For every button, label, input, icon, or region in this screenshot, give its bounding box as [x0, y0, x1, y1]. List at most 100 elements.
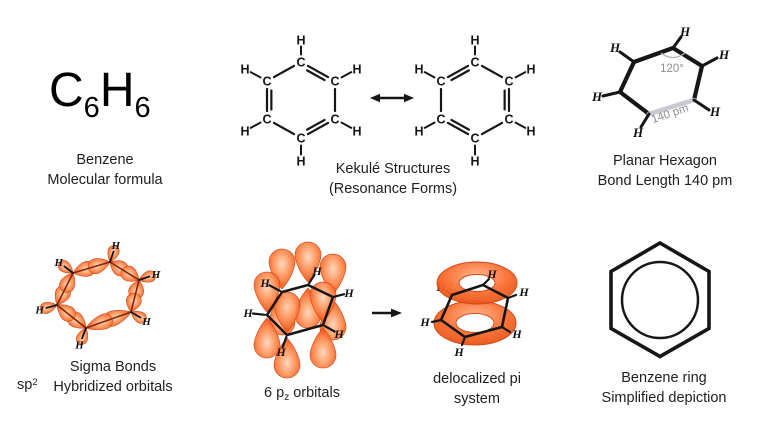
bond-line [480, 121, 504, 136]
pz-sub: z [284, 392, 290, 403]
atom-label-hydrogen: H [151, 269, 161, 281]
bond-line [423, 121, 436, 129]
orbital-lobe [294, 241, 322, 283]
atom-label-hydrogen: H [419, 315, 430, 329]
bond-line [423, 71, 436, 79]
bond-line [251, 312, 267, 316]
bond-line [109, 261, 140, 281]
atom-label-carbon: C [296, 131, 305, 145]
bond-line [306, 118, 326, 131]
bond-line [249, 121, 262, 129]
bond-line [446, 64, 470, 79]
bond-line [63, 265, 74, 274]
atom-label-carbon: C [470, 55, 479, 69]
atom-label-hydrogen: H [34, 305, 44, 317]
caption-line: (Resonance Forms) [328, 181, 458, 197]
atom-label-hydrogen: H [352, 124, 361, 138]
caption-line: Planar Hexagon [613, 153, 717, 169]
pz-suffix: orbitals [293, 385, 340, 401]
bond-line [340, 71, 353, 79]
atom-label-hydrogen: H [453, 345, 464, 359]
sigma-bonds-diagram: H H H H H H [34, 240, 160, 352]
caption-line: Kekulé Structures [335, 161, 451, 177]
bond-line [81, 327, 87, 340]
caption-line: Benzene [76, 152, 134, 168]
atom-label-hydrogen: H [526, 124, 535, 138]
atom-label-carbon: C [262, 74, 271, 88]
caption-planar-hexagon: Planar Hexagon Bond Length 140 pm [565, 151, 765, 191]
bond-line [272, 121, 296, 136]
hybridization-label: sp2 [17, 377, 38, 393]
atom-label-carbon: C [296, 55, 305, 69]
orbital-lobe [273, 337, 301, 379]
atom-label-hydrogen: H [333, 327, 344, 341]
bond-line [307, 274, 316, 285]
orbital-lobe [273, 291, 301, 333]
formula-c: C [49, 64, 84, 117]
caption-line: Sigma Bonds [69, 359, 157, 375]
pi-system-diagram: H H H H H H [419, 261, 529, 359]
sp-sup: 2 [32, 377, 38, 388]
hydrogen-bonds [601, 35, 719, 129]
atom-label-hydrogen: H [414, 124, 423, 138]
atom-label-carbon: C [504, 112, 513, 126]
pi-torus-lower [433, 300, 517, 346]
hydrogen-bonds [430, 277, 518, 347]
atom-label-hydrogen: H [141, 316, 151, 328]
bond-line [109, 250, 115, 263]
atom-label-carbon: C [470, 131, 479, 145]
caption-line: Simplified depiction [601, 390, 727, 406]
formula-c-sub: 6 [83, 92, 100, 124]
bond-line [306, 69, 326, 82]
atom-label-carbon: C [436, 112, 445, 126]
atom-label-hydrogen: H [470, 154, 479, 168]
atom-label-hydrogen: H [242, 306, 253, 320]
atom-label-hydrogen: H [53, 257, 63, 269]
bond-line [72, 261, 111, 274]
caption-benzene-formula: Benzene Molecular formula [5, 150, 205, 190]
caption-sigma-bonds: Sigma Bonds Hybridized orbitals [13, 357, 213, 397]
bond-line [272, 64, 296, 79]
bond-line [323, 324, 336, 333]
atom-label-hydrogen: H [709, 104, 721, 119]
benzene-ring-simple-diagram [609, 240, 711, 359]
right-arrow-icon [372, 308, 402, 318]
atom-label-hydrogen: H [414, 62, 423, 76]
sp-base: sp [17, 377, 33, 393]
atom-label-hydrogen: H [591, 89, 603, 104]
planar-hexagon-diagram: H H H H H H 120° 140 pm [591, 24, 730, 140]
bond-line [480, 64, 504, 79]
pz-prefix: 6 p [264, 385, 285, 401]
bond-line [56, 272, 74, 306]
bond-line [138, 275, 151, 281]
atom-label-hydrogen: H [240, 124, 249, 138]
atom-label-hydrogen: H [518, 285, 529, 299]
atom-label-carbon: C [436, 74, 445, 88]
bond-line [450, 118, 470, 131]
bond-line [306, 121, 330, 136]
caption-line: Molecular formula [47, 172, 163, 188]
orbital-lobe [253, 317, 281, 359]
bond-line [340, 121, 353, 129]
atom-label-hydrogen: H [311, 264, 322, 278]
bond-line [130, 279, 140, 313]
caption-benzene-ring: Benzene ring Simplified depiction [564, 368, 764, 408]
atom-label-hydrogen: H [486, 267, 497, 281]
caption-line: Hybridized orbitals [53, 379, 173, 395]
bond-line [45, 304, 58, 309]
atom-label-hydrogen: H [74, 340, 84, 352]
atom-label-hydrogen: H [240, 62, 249, 76]
atom-label-hydrogen: H [632, 125, 644, 140]
bond-line [268, 284, 282, 293]
highlighted-bond-140pm [646, 97, 697, 117]
bond-line [450, 69, 470, 82]
atom-label-hydrogen: H [511, 327, 522, 341]
caption-line: Benzene ring [621, 370, 707, 386]
atom-label-hydrogen: H [111, 240, 121, 252]
atom-label-hydrogen: H [343, 286, 354, 300]
atom-label-hydrogen: H [352, 62, 361, 76]
